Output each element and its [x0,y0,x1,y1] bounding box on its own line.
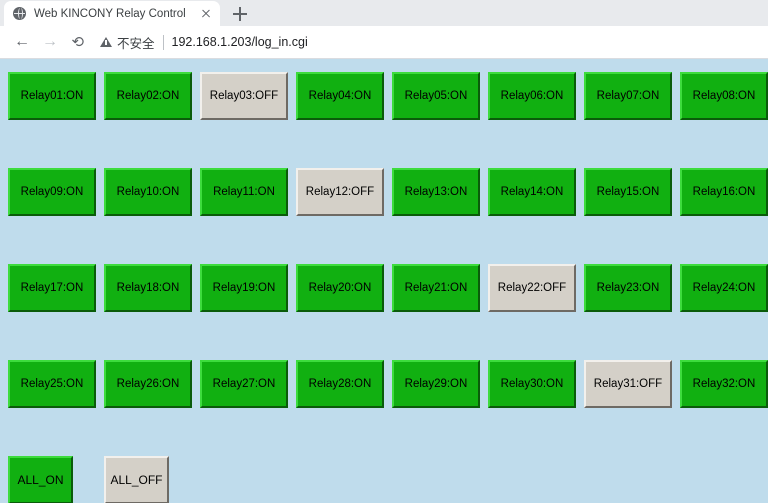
tab-strip: Web KINCONY Relay Control [0,0,768,26]
relay-button-31[interactable]: Relay31:OFF [584,360,672,408]
forward-arrow-icon: → [42,33,58,50]
relay-button-16[interactable]: Relay16:ON [680,168,768,216]
relay-cell: Relay02:ON [104,72,200,168]
all-on-button[interactable]: ALL_ON [8,456,73,503]
close-icon[interactable] [198,6,214,22]
relay-cell: Relay18:ON [104,264,200,360]
globe-icon [13,7,26,20]
all-controls-row: ALL_ON ALL_OFF [8,456,200,503]
reload-icon: ⟳ [71,34,85,51]
relay-button-19[interactable]: Relay19:ON [200,264,288,312]
all-off-button[interactable]: ALL_OFF [104,456,169,503]
reload-button[interactable]: ⟳ [64,28,92,56]
relay-button-28[interactable]: Relay28:ON [296,360,384,408]
relay-button-13[interactable]: Relay13:ON [392,168,480,216]
relay-button-25[interactable]: Relay25:ON [8,360,96,408]
relay-cell: Relay07:ON [584,72,680,168]
relay-cell: Relay09:ON [8,168,104,264]
relay-cell: Relay25:ON [8,360,104,456]
relay-button-2[interactable]: Relay02:ON [104,72,192,120]
relay-cell: Relay16:ON [680,168,768,264]
new-tab-button[interactable] [226,1,254,26]
relay-button-17[interactable]: Relay17:ON [8,264,96,312]
relay-button-26[interactable]: Relay26:ON [104,360,192,408]
relay-cell: Relay11:ON [200,168,296,264]
relay-cell: Relay04:ON [296,72,392,168]
relay-cell: Relay17:ON [8,264,104,360]
relay-cell: Relay24:ON [680,264,768,360]
relay-cell: Relay29:ON [392,360,488,456]
relay-cell: Relay23:ON [584,264,680,360]
relay-cell: Relay30:ON [488,360,584,456]
back-button[interactable]: ← [8,28,36,56]
relay-cell: Relay10:ON [104,168,200,264]
relay-button-4[interactable]: Relay04:ON [296,72,384,120]
relay-button-15[interactable]: Relay15:ON [584,168,672,216]
relay-button-30[interactable]: Relay30:ON [488,360,576,408]
relay-button-10[interactable]: Relay10:ON [104,168,192,216]
relay-button-12[interactable]: Relay12:OFF [296,168,384,216]
relay-button-9[interactable]: Relay09:ON [8,168,96,216]
relay-cell: Relay19:ON [200,264,296,360]
relay-cell: Relay13:ON [392,168,488,264]
relay-button-24[interactable]: Relay24:ON [680,264,768,312]
relay-button-27[interactable]: Relay27:ON [200,360,288,408]
relay-button-14[interactable]: Relay14:ON [488,168,576,216]
relay-button-5[interactable]: Relay05:ON [392,72,480,120]
relay-cell: Relay06:ON [488,72,584,168]
relay-cell: Relay20:ON [296,264,392,360]
relay-cell: Relay01:ON [8,72,104,168]
all-control-cell: ALL_ON [8,456,104,503]
relay-cell: Relay22:OFF [488,264,584,360]
address-bar[interactable]: 不安全 192.168.1.203/log_in.cgi [100,29,760,55]
relay-cell: Relay32:ON [680,360,768,456]
relay-button-1[interactable]: Relay01:ON [8,72,96,120]
relay-cell: Relay08:ON [680,72,768,168]
relay-button-6[interactable]: Relay06:ON [488,72,576,120]
relay-button-8[interactable]: Relay08:ON [680,72,768,120]
url-text: 192.168.1.203/log_in.cgi [171,35,308,49]
relay-cell: Relay15:ON [584,168,680,264]
relay-cell: Relay05:ON [392,72,488,168]
relay-cell: Relay21:ON [392,264,488,360]
relay-button-22[interactable]: Relay22:OFF [488,264,576,312]
relay-button-11[interactable]: Relay11:ON [200,168,288,216]
omnibox-separator [162,34,164,50]
relay-cell: Relay12:OFF [296,168,392,264]
warning-triangle-icon [100,37,112,47]
forward-button[interactable]: → [36,28,64,56]
security-status-label: 不安全 [117,36,155,51]
relay-button-32[interactable]: Relay32:ON [680,360,768,408]
relay-cell: Relay31:OFF [584,360,680,456]
back-arrow-icon: ← [14,33,30,50]
relay-button-3[interactable]: Relay03:OFF [200,72,288,120]
browser-toolbar: ← → ⟳ 不安全 192.168.1.203/log_in.cgi [0,26,768,59]
relay-button-21[interactable]: Relay21:ON [392,264,480,312]
tab-title: Web KINCONY Relay Control [34,7,186,20]
relay-button-7[interactable]: Relay07:ON [584,72,672,120]
all-control-cell: ALL_OFF [104,456,200,503]
relay-button-18[interactable]: Relay18:ON [104,264,192,312]
browser-tab[interactable]: Web KINCONY Relay Control [4,1,220,26]
relay-cell: Relay26:ON [104,360,200,456]
relay-button-29[interactable]: Relay29:ON [392,360,480,408]
relay-cell: Relay03:OFF [200,72,296,168]
relay-button-23[interactable]: Relay23:ON [584,264,672,312]
relay-cell: Relay27:ON [200,360,296,456]
relay-button-20[interactable]: Relay20:ON [296,264,384,312]
relay-cell: Relay28:ON [296,360,392,456]
relay-cell: Relay14:ON [488,168,584,264]
